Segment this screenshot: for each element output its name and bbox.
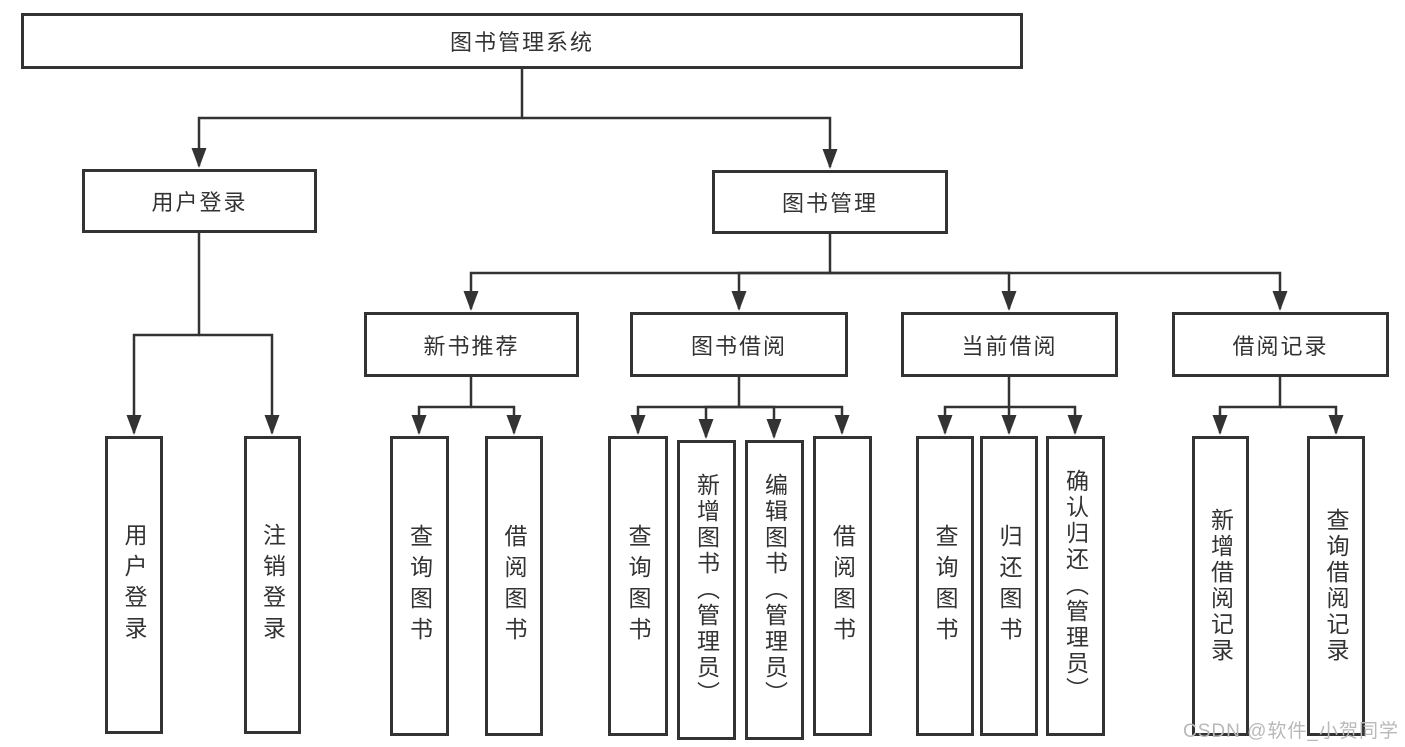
leaf-query-books-recommend: 查询图书 [390, 436, 449, 736]
leaf-query-books-current: 查询图书 [916, 436, 974, 736]
leaf-return-books: 归还图书 [980, 436, 1038, 736]
leaf-add-borrow-record: 新增借阅记录 [1192, 436, 1249, 736]
node-borrowing-records: 借阅记录 [1172, 312, 1389, 377]
leaf-user-login: 用户登录 [105, 436, 163, 734]
leaf-query-borrow-record: 查询借阅记录 [1307, 436, 1365, 736]
node-user-login: 用户登录 [82, 169, 317, 233]
node-library-management-system: 图书管理系统 [21, 13, 1023, 69]
leaf-add-books-admin: 新增图书（管理员） [677, 440, 736, 740]
leaf-edit-books-admin: 编辑图书（管理员） [745, 440, 804, 740]
node-book-borrowing: 图书借阅 [630, 312, 848, 377]
leaf-confirm-return-admin: 确认归还（管理员） [1046, 436, 1105, 736]
node-current-borrowing: 当前借阅 [901, 312, 1118, 377]
leaf-logout: 注销登录 [244, 436, 301, 734]
leaf-borrow-books-borrowing: 借阅图书 [813, 436, 872, 736]
leaf-query-books-borrowing: 查询图书 [608, 436, 668, 736]
watermark: CSDN @软件_小贺同学 [1183, 721, 1399, 742]
leaf-borrow-books-recommend: 借阅图书 [485, 436, 543, 736]
node-book-management: 图书管理 [712, 170, 948, 234]
node-new-book-recommendation: 新书推荐 [364, 312, 579, 377]
